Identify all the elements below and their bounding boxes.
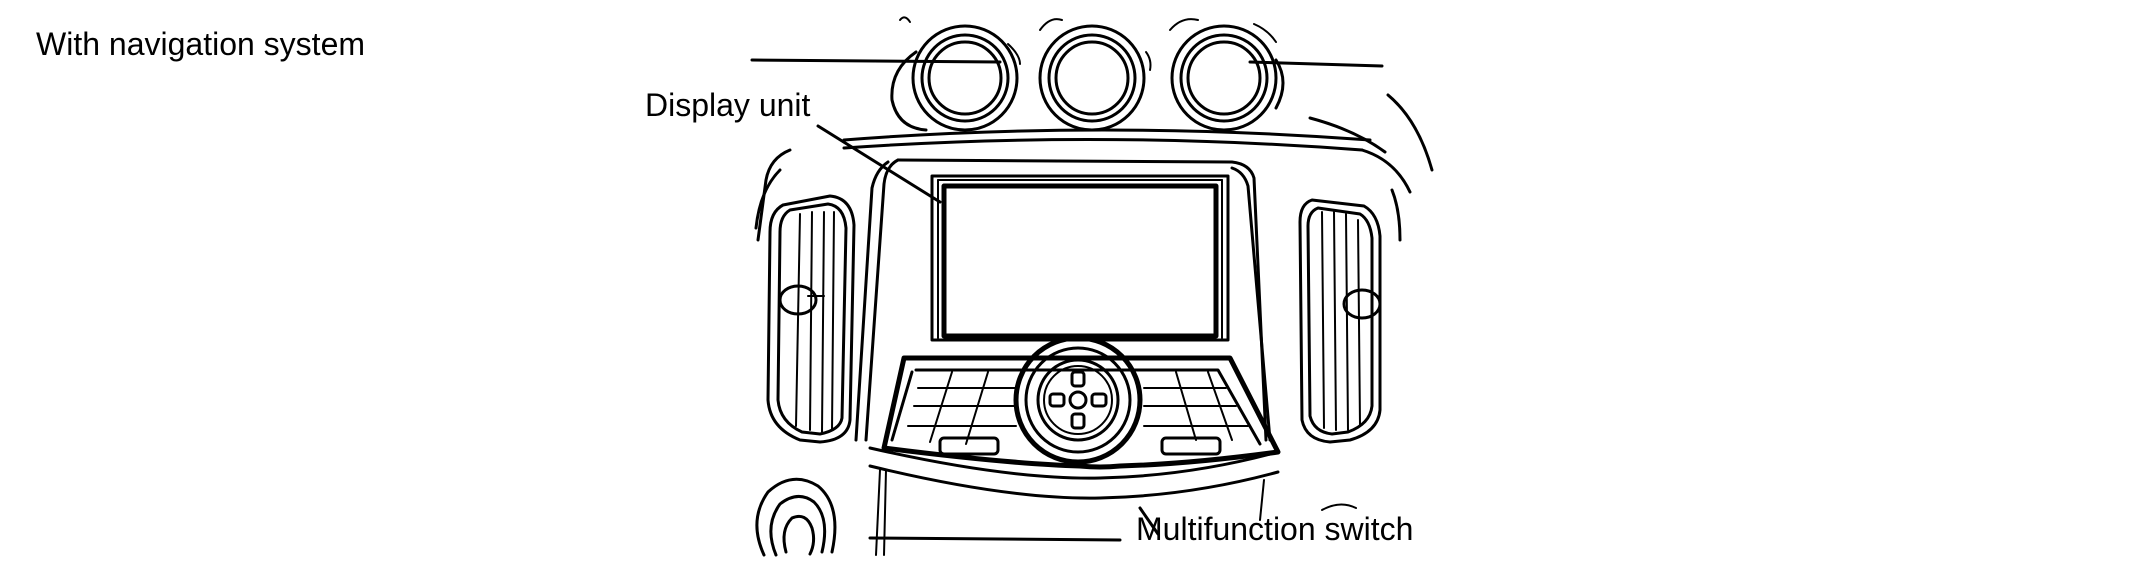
center-console	[854, 158, 1280, 556]
dash-hood	[754, 93, 1434, 242]
air-vent-left	[766, 194, 856, 444]
multifunction-switch-label: Multifunction switch	[1136, 511, 1413, 547]
air-vent-right	[1298, 198, 1382, 444]
gauge-left	[890, 16, 1021, 132]
display-unit-leader-line	[816, 124, 942, 204]
lower-left-knob	[755, 477, 837, 557]
multifunction-switch-leader-line	[1138, 506, 1160, 536]
gauge-center	[1038, 18, 1152, 132]
display-unit	[930, 174, 1230, 342]
multifunction-switch	[881, 335, 1281, 470]
figure-caption: With navigation system	[36, 26, 366, 62]
lower-right-detail	[1321, 503, 1357, 511]
dash-top-edge	[750, 58, 1384, 68]
display-unit-label: Display unit	[645, 87, 811, 123]
gauge-right	[1169, 18, 1285, 132]
